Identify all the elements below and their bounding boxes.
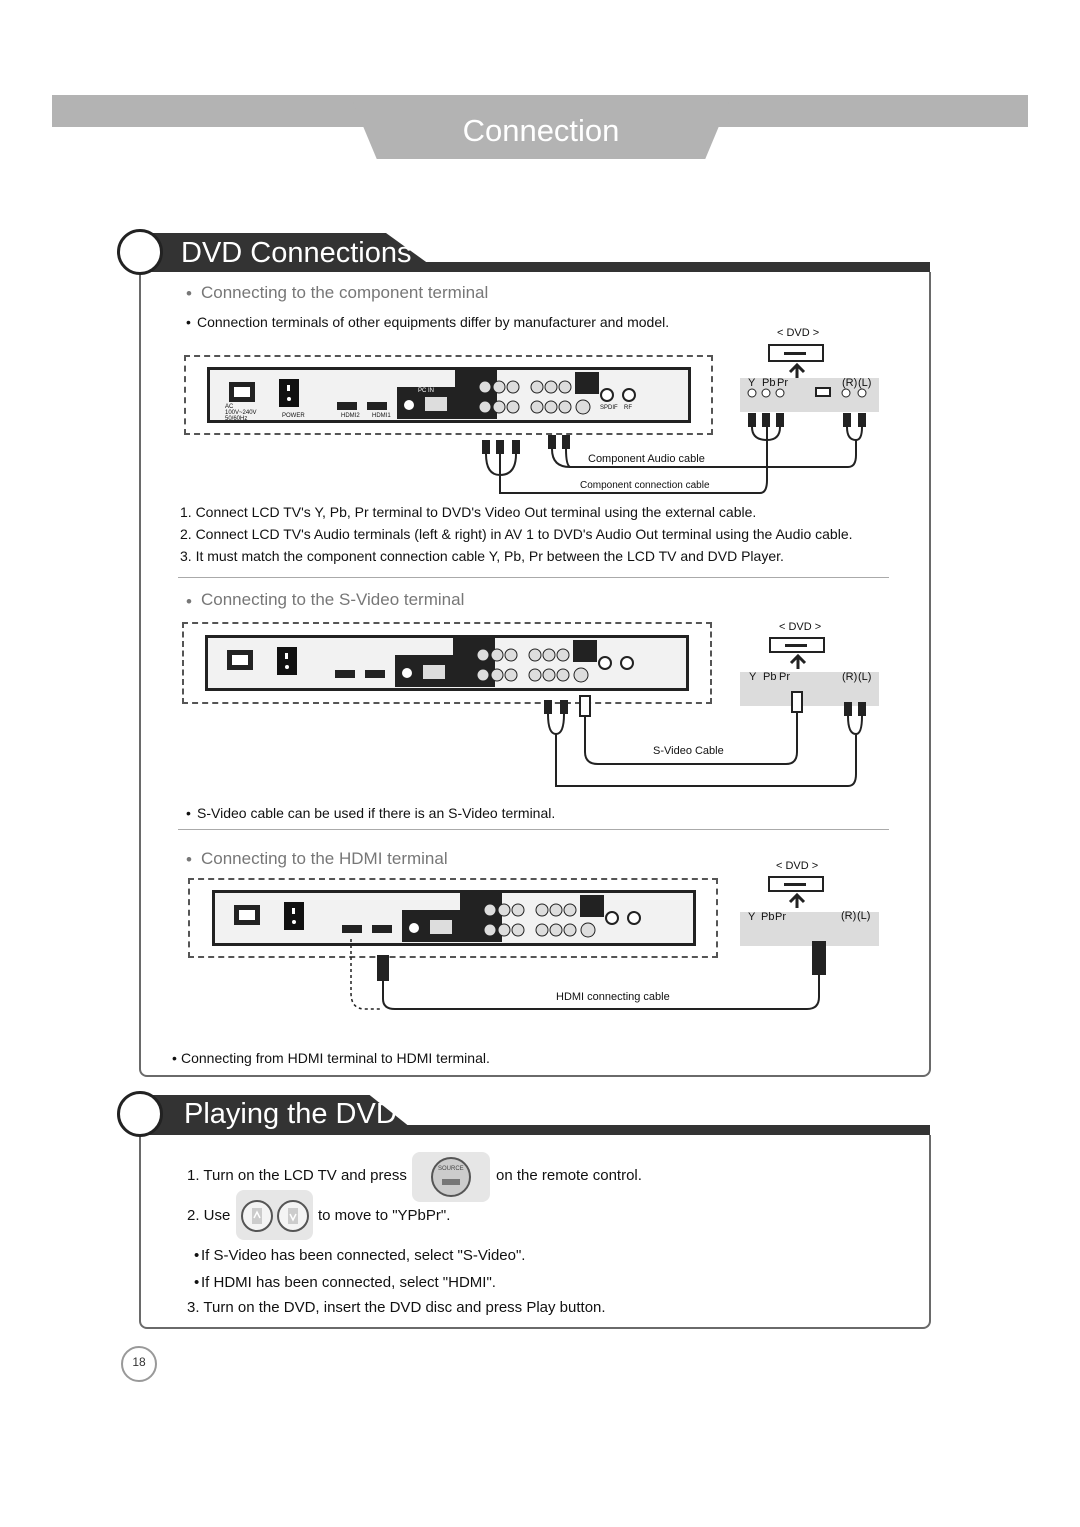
hdmi-heading: Connecting to the HDMI terminal (201, 849, 448, 868)
dvd-output-panel (740, 672, 879, 706)
source-button-icon (431, 1157, 471, 1197)
svideo-note-bullet: • (186, 805, 191, 821)
up-down-arrow-icons (241, 1200, 309, 1232)
tv-hdmi1-label: HDMI1 (372, 413, 391, 419)
page-number-badge (121, 1346, 157, 1382)
dvd-player-icon (768, 876, 824, 908)
section-title: DVD Connections (181, 237, 412, 269)
tv-ports-diagram (234, 892, 641, 942)
section-circle-icon (117, 229, 163, 275)
dvd-label: < DVD > (776, 860, 819, 872)
section-circle-icon (117, 1091, 163, 1137)
dvd-connections-section (139, 272, 931, 1077)
play-step-3: 3. Turn on the DVD, insert the DVD disc … (187, 1299, 606, 1316)
section-title: Playing the DVD (184, 1098, 397, 1130)
dvd-port-y: Y (748, 377, 756, 389)
dvd-port-pb: Pb (762, 377, 776, 389)
hdmi-heading-bullet: • (186, 850, 192, 869)
component-note-bullet: • (186, 314, 191, 330)
component-connection-cable-label: Component connection cable (580, 480, 710, 491)
play-step-2: 2. Use (187, 1207, 231, 1224)
component-heading: Connecting to the component terminal (201, 283, 489, 302)
dvd-port-pb: Pb (761, 911, 775, 923)
page-number: 18 (132, 1355, 146, 1369)
section-header-bar (139, 262, 930, 272)
dvd-label: < DVD > (779, 621, 822, 633)
component-step-1: 1. Connect LCD TV's Y, Pb, Pr terminal t… (180, 504, 757, 520)
dvd-player-icon (768, 344, 824, 379)
hdmi-note-bullet: • (172, 1050, 177, 1066)
hdmi-bullet: • (194, 1274, 200, 1291)
source-button-label: SOURCE (438, 1166, 464, 1172)
section-header-tab (140, 1095, 420, 1135)
component-step-3: 3. It must match the component connectio… (180, 548, 784, 564)
tv-back-panel (184, 355, 713, 435)
dvd-port-pr: Pr (779, 671, 790, 683)
dvd-port-pb: Pb (763, 671, 777, 683)
svideo-heading: Connecting to the S-Video terminal (201, 590, 465, 609)
dvd-port-l: (L) (857, 910, 871, 922)
dvd-port-r: (R) (841, 910, 857, 922)
dvd-port-y: Y (749, 671, 757, 683)
tv-ports-diagram (227, 637, 634, 687)
tv-ports-diagram (229, 369, 636, 419)
hdmi-cable-label: HDMI connecting cable (556, 991, 670, 1003)
svideo-heading-bullet: • (186, 592, 192, 611)
tv-power-label: POWER (282, 413, 305, 419)
section-header-bar (139, 1125, 930, 1135)
section-header-tab (140, 233, 440, 272)
component-cables (482, 387, 867, 494)
page-title: Connection (462, 113, 620, 148)
dvd-label: < DVD > (777, 327, 820, 339)
play-step-1-post: on the remote control. (496, 1167, 642, 1184)
play-step-1: 1. Turn on the LCD TV and press (187, 1167, 407, 1184)
dvd-output-panel (740, 912, 879, 946)
dvd-port-pr: Pr (775, 911, 786, 923)
tv-pcin-label: PC IN (418, 388, 435, 394)
tv-back-panel (188, 878, 718, 958)
dvd-port-l: (L) (858, 377, 872, 389)
play-step-2-post: to move to "YPbPr". (318, 1207, 451, 1224)
dvd-player-icon (769, 637, 825, 669)
component-heading-bullet: • (186, 284, 192, 303)
svideo-cable-label: S-Video Cable (653, 745, 724, 757)
header-tab (350, 95, 732, 159)
dvd-port-pr: Pr (777, 377, 788, 389)
component-audio-cable-label: Component Audio cable (588, 453, 705, 465)
hdmi-cable (350, 939, 826, 1010)
component-step-2: 2. Connect LCD TV's Audio terminals (lef… (180, 526, 853, 542)
divider (178, 577, 889, 578)
dvd-port-r: (R) (842, 377, 858, 389)
svideo-bullet: • (194, 1247, 200, 1264)
svideo-note: S-Video cable can be used if there is an… (197, 805, 556, 821)
dvd-port-y: Y (748, 911, 756, 923)
play-bullet-hdmi: If HDMI has been connected, select "HDMI… (201, 1274, 496, 1291)
hdmi-note: Connecting from HDMI terminal to HDMI te… (181, 1050, 490, 1066)
svideo-cables (544, 691, 866, 787)
tv-back-panel (182, 622, 712, 704)
dvd-port-r: (R) (842, 671, 858, 683)
play-bullet-svideo: If S-Video has been connected, select "S… (201, 1247, 526, 1264)
tv-ac-label: AC 100V~240V 50/60Hz (225, 404, 257, 422)
tv-rf-label: RF (624, 405, 632, 411)
playing-dvd-section (139, 1135, 931, 1329)
component-note: Connection terminals of other equipments… (197, 314, 670, 330)
tv-hdmi2-label: HDMI2 (341, 413, 360, 419)
dvd-port-l: (L) (858, 671, 872, 683)
divider (178, 829, 889, 830)
tv-spdif-label: SPDIF (600, 405, 618, 411)
